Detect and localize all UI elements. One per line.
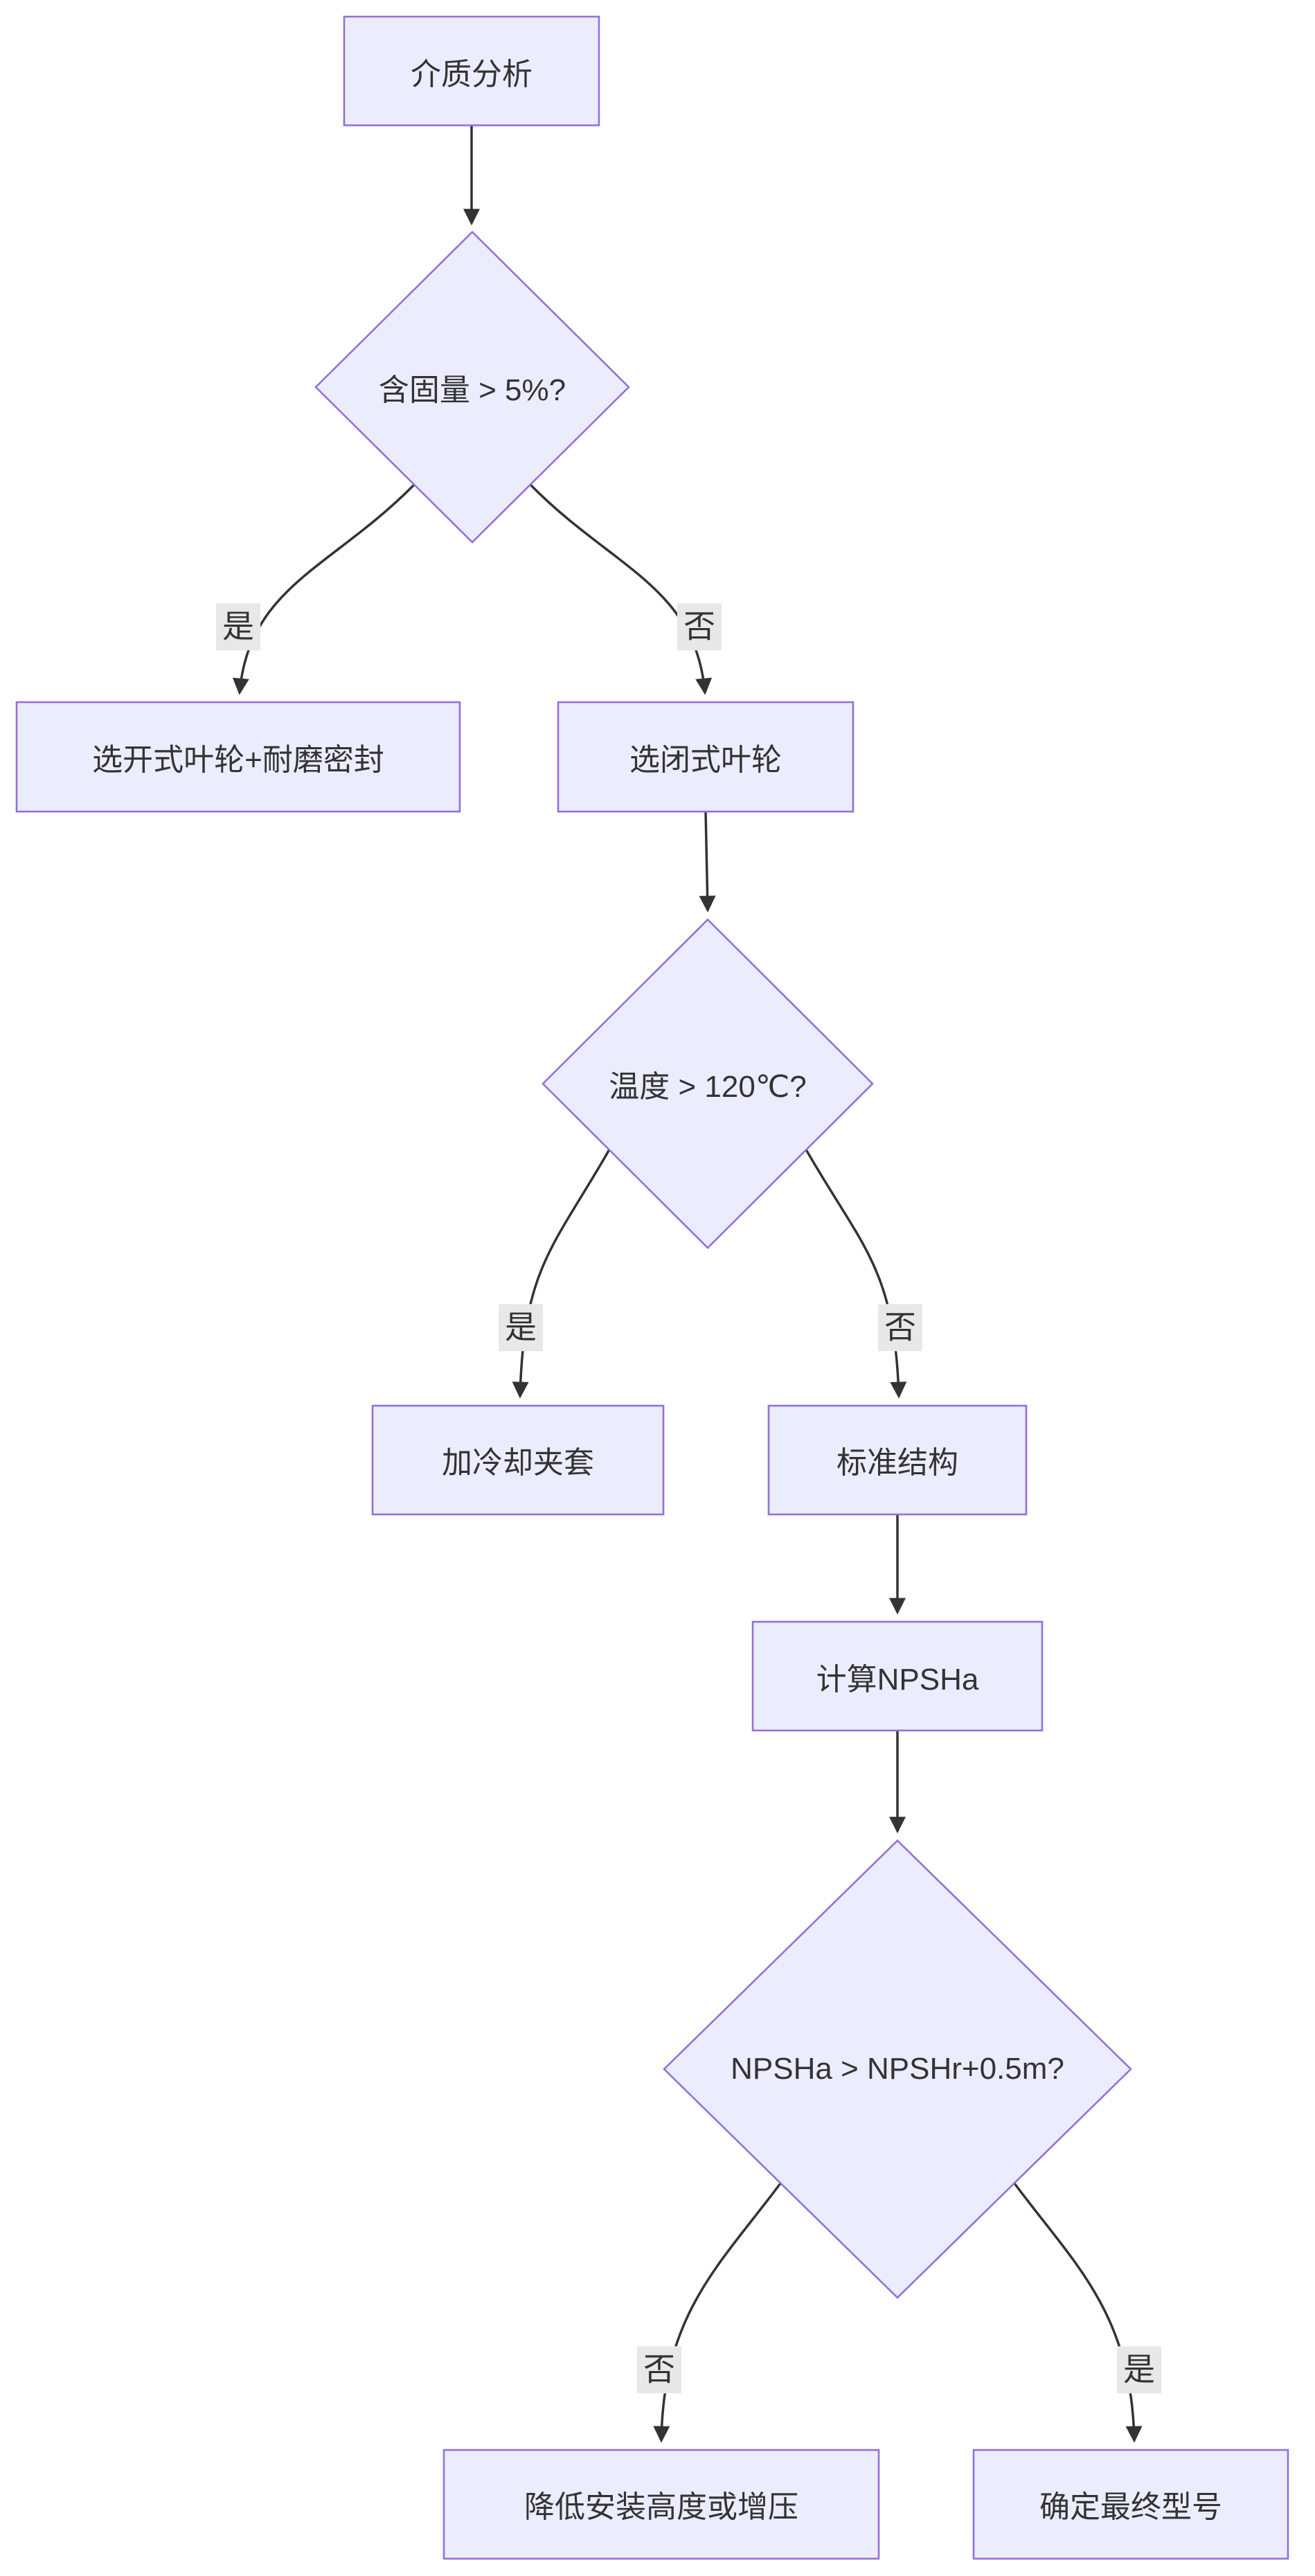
edge-arrow-B-D <box>529 483 713 695</box>
edge-arrow-D-E <box>699 811 716 913</box>
node-shape-cooling-jacket <box>371 1404 665 1516</box>
node-shape-lower-height <box>442 2449 880 2560</box>
node-label-standard-structure: 标准结构 <box>837 1446 958 1480</box>
node-label-decision-solid-content: 含固量 > 5%? <box>378 373 566 407</box>
edge-arrow-I-J <box>653 2182 782 2443</box>
edge-arrow-E-F <box>512 1149 611 1399</box>
edge-label-no-temperature: 否 <box>878 1304 922 1351</box>
edge-label-yes-npsha: 是 <box>1117 2346 1161 2393</box>
node-label-final-model: 确定最终型号 <box>1039 2490 1222 2524</box>
node-label-decision-npsha: NPSHa > NPSHr+0.5m? <box>731 2052 1064 2086</box>
edge-arrow-B-C <box>232 483 415 695</box>
node-shape-decision-temperature <box>542 918 874 1249</box>
node-shape-calc-npsha <box>751 1620 1044 1732</box>
node-shape-open-impeller <box>15 701 461 813</box>
node-label-lower-height: 降低安装高度或增压 <box>524 2490 798 2524</box>
node-shape-decision-npsha <box>663 1839 1132 2299</box>
edge-label-yes-solid-content: 是 <box>216 603 260 650</box>
node-shape-decision-solid-content <box>314 231 630 544</box>
node-label-closed-impeller: 选闭式叶轮 <box>629 743 782 777</box>
node-label-calc-npsha: 计算NPSHa <box>816 1663 979 1697</box>
node-label-medium-analysis: 介质分析 <box>411 57 533 91</box>
edge-arrow-E-G <box>805 1149 907 1399</box>
node-shape-standard-structure <box>767 1404 1028 1516</box>
node-label-cooling-jacket: 加冷却夹套 <box>442 1446 594 1480</box>
edge-arrow-I-K <box>1013 2182 1143 2443</box>
node-label-decision-temperature: 温度 > 120℃? <box>609 1070 807 1104</box>
edge-label-no-npsha: 否 <box>637 2346 681 2393</box>
node-shape-final-model <box>972 2449 1289 2560</box>
edge-label-no-solid-content: 否 <box>677 603 722 650</box>
edge-label-yes-temperature: 是 <box>499 1304 543 1351</box>
node-shape-closed-impeller <box>557 701 855 813</box>
node-label-open-impeller: 选开式叶轮+耐磨密封 <box>92 743 384 777</box>
node-shape-medium-analysis <box>343 15 600 127</box>
